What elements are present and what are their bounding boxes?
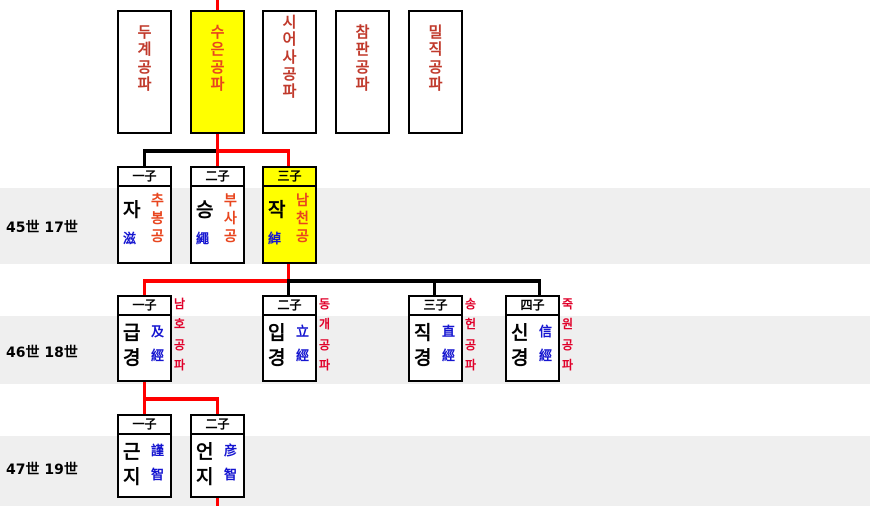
person-hanja: 綽	[268, 232, 282, 247]
branch-line-47	[143, 397, 219, 401]
person-name: 입 경	[268, 322, 286, 369]
person-hanja: 及 經	[151, 325, 165, 365]
generation-label-47: 47世 19世	[6, 462, 78, 478]
person-name: 자	[123, 199, 141, 221]
clan-box-champan: 참 판 공 파	[335, 10, 390, 134]
birth-order: 一子	[119, 297, 170, 316]
generation-label-45: 45世 17世	[6, 220, 78, 236]
person-title: 남 천 공	[296, 193, 309, 246]
clan-name: 수 은 공 파	[210, 23, 225, 93]
person-title: 부 사 공	[224, 193, 237, 246]
clan-box-sieosa: 시 어 사 공 파	[262, 10, 317, 134]
person-box-geunji: 一子 근 지 謹 智	[117, 414, 172, 498]
person-hanja: 立 經	[296, 325, 310, 365]
branch-clan-label: 남 호 공 파	[174, 297, 186, 373]
person-hanja: 直 經	[442, 325, 456, 365]
birth-order: 一子	[119, 416, 170, 435]
branch-line-46-right	[287, 279, 541, 283]
person-hanja: 滋	[123, 232, 137, 247]
branch-clan-label: 동 개 공 파	[319, 297, 331, 373]
person-name: 급 경	[123, 322, 141, 369]
person-box-eonji: 二子 언 지 彦 智	[190, 414, 245, 498]
clan-name: 참 판 공 파	[355, 23, 370, 93]
clan-box-sueun: 수 은 공 파	[190, 10, 245, 134]
person-name: 근 지	[123, 441, 141, 488]
branch-drop-45-1	[143, 149, 146, 166]
clan-name: 밀 직 공 파	[428, 23, 443, 93]
person-title: 추 봉 공	[151, 193, 164, 246]
person-box-singyeong: 四子 신 경 信 經	[505, 295, 560, 382]
clan-box-dugye: 두 계 공 파	[117, 10, 172, 134]
birth-order: 二子	[264, 297, 315, 316]
person-box-jak: 三子 작 綽 남 천 공	[262, 166, 317, 264]
branch-drop-47-1	[143, 397, 146, 414]
branch-drop-45-3	[287, 149, 290, 166]
birth-order: 三子	[264, 168, 315, 187]
clan-name: 시 어 사 공 파	[282, 13, 297, 100]
person-name: 언 지	[196, 441, 214, 488]
branch-drop-46-1	[143, 279, 146, 295]
person-name: 작	[268, 199, 286, 221]
birth-order: 四子	[507, 297, 558, 316]
main-line-geup-down	[143, 382, 146, 400]
branch-line-45-right	[216, 149, 290, 153]
branch-drop-47-2	[216, 397, 219, 414]
person-box-seung: 二子 승 繩 부 사 공	[190, 166, 245, 264]
branch-clan-label: 송 헌 공 파	[465, 297, 477, 373]
main-line-top	[216, 0, 219, 10]
birth-order: 三子	[410, 297, 461, 316]
person-box-ja: 一子 자 滋 추 봉 공	[117, 166, 172, 264]
branch-line-45-left	[143, 149, 218, 153]
person-box-geupgyeong: 一子 급 경 及 經	[117, 295, 172, 382]
person-hanja: 繩	[196, 232, 210, 247]
main-line-bottom	[216, 498, 219, 506]
branch-drop-46-2	[287, 279, 290, 295]
person-name: 신 경	[511, 322, 529, 369]
birth-order: 一子	[119, 168, 170, 187]
branch-line-46-left	[143, 279, 290, 283]
person-box-jikgyeong: 三子 직 경 直 經	[408, 295, 463, 382]
clan-box-miljik: 밀 직 공 파	[408, 10, 463, 134]
branch-drop-46-4	[538, 279, 541, 295]
person-hanja: 信 經	[539, 325, 553, 365]
main-line-jak-down	[287, 264, 290, 282]
person-hanja: 謹 智	[151, 444, 165, 484]
person-name: 승	[196, 199, 214, 221]
generation-label-46: 46世 18世	[6, 345, 78, 361]
clan-name: 두 계 공 파	[137, 23, 152, 93]
person-name: 직 경	[414, 322, 432, 369]
person-box-ipgyeong: 二子 입 경 立 經	[262, 295, 317, 382]
branch-clan-label: 죽 원 공 파	[562, 297, 574, 373]
birth-order: 二子	[192, 168, 243, 187]
person-hanja: 彦 智	[224, 444, 238, 484]
birth-order: 二子	[192, 416, 243, 435]
branch-drop-46-3	[433, 279, 436, 295]
